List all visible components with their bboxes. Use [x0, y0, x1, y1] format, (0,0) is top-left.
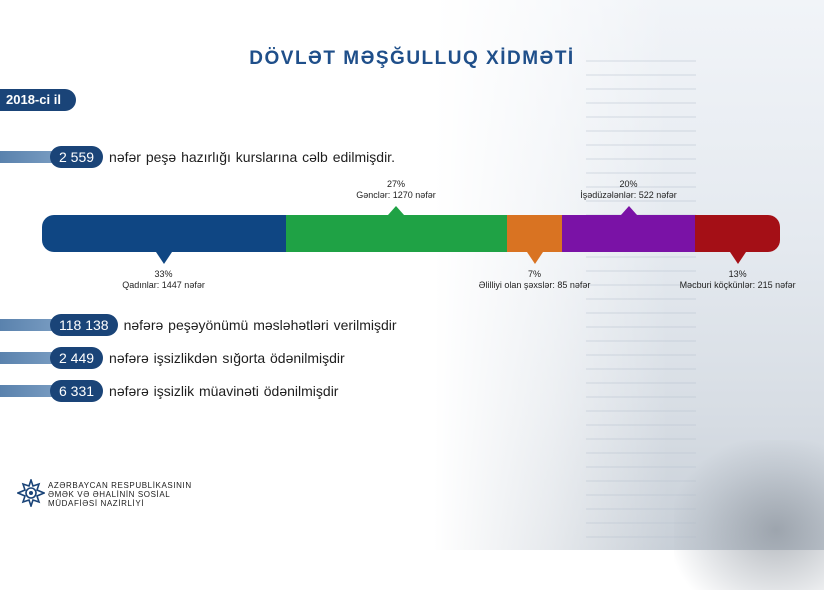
stat-text: nəfərə peşəyönümü məsləhətləri verilmişd…	[123, 317, 397, 333]
segment-5	[695, 215, 780, 252]
segment-label: 33%Qadınlar: 1447 nəfər	[122, 269, 205, 291]
segment-pointer	[388, 206, 405, 215]
segment-label-text: Gənclər: 1270 nəfər	[356, 190, 436, 200]
stat-value: 2 449	[50, 347, 104, 369]
segment-pointer	[155, 252, 172, 264]
ministry-line: ƏMƏK VƏ ƏHALİNİN SOSİAL	[48, 490, 171, 499]
segment-1	[42, 215, 286, 252]
segment-label-text: Qadınlar: 1447 nəfər	[122, 280, 205, 290]
stat-accent-bar	[0, 151, 62, 163]
background-car	[674, 440, 824, 590]
segment-pointer	[620, 206, 637, 215]
ministry-logo-icon	[17, 479, 45, 507]
segment-pointer	[729, 252, 746, 264]
year-badge: 2018-ci il	[0, 89, 76, 111]
stat-accent-bar	[0, 385, 62, 397]
segment-4	[562, 215, 696, 252]
segment-3	[506, 215, 563, 252]
page-title: DÖVLƏT MƏŞĞULLUQ XİDMƏTİ	[249, 48, 575, 69]
segment-percent: 7%	[528, 269, 542, 279]
segment-label: 27%Gənclər: 1270 nəfər	[356, 179, 436, 201]
segment-label: 7%Əlilliyi olan şəxslər: 85 nəfər	[479, 269, 591, 291]
ministry-line: MÜDAFİƏSİ NAZİRLİYİ	[48, 499, 145, 508]
stat-value: 6 331	[50, 380, 104, 402]
segment-percent: 27%	[387, 179, 406, 189]
stat-text: nəfərə işsizlikdən sığorta ödənilmişdir	[109, 350, 345, 366]
stat-row-consultations: 118 138 nəfərə peşəyönümü məsləhətləri v…	[0, 314, 397, 336]
segment-pointer	[526, 252, 543, 264]
stat-text: nəfərə işsizlik müavinəti ödənilmişdir	[109, 383, 339, 399]
stat-text: nəfər peşə hazırlığı kurslarına cəlb edi…	[109, 149, 395, 165]
distribution-bar	[42, 215, 780, 252]
segment-percent: 13%	[728, 269, 747, 279]
segment-label-text: Əlilliyi olan şəxslər: 85 nəfər	[478, 280, 591, 290]
segment-label-text: Məcburi köçkünlər: 215 nəfər	[679, 280, 796, 290]
ministry-name: AZƏRBAYCAN RESPUBLİKASININ ƏMƏK VƏ ƏHALİ…	[48, 481, 192, 508]
stat-accent-bar	[0, 352, 62, 364]
stat-value: 2 559	[50, 146, 104, 168]
segment-percent: 20%	[619, 179, 638, 189]
stat-row-benefit: 6 331 nəfərə işsizlik müavinəti ödənilmi…	[0, 380, 338, 402]
segment-percent: 33%	[154, 269, 173, 279]
segment-label: 20%İşədüzələnlər: 522 nəfər	[580, 179, 677, 201]
stat-row-insurance: 2 449 nəfərə işsizlikdən sığorta ödənilm…	[0, 347, 345, 369]
segment-label: 13%Məcburi köçkünlər: 215 nəfər	[680, 269, 796, 291]
stat-value: 118 138	[50, 314, 118, 336]
segment-label-text: İşədüzələnlər: 522 nəfər	[580, 190, 677, 200]
stat-accent-bar	[0, 319, 62, 331]
stat-row-courses: 2 559 nəfər peşə hazırlığı kurslarına cə…	[0, 146, 395, 168]
segment-2	[285, 215, 507, 252]
ministry-line: AZƏRBAYCAN RESPUBLİKASININ	[48, 481, 192, 490]
